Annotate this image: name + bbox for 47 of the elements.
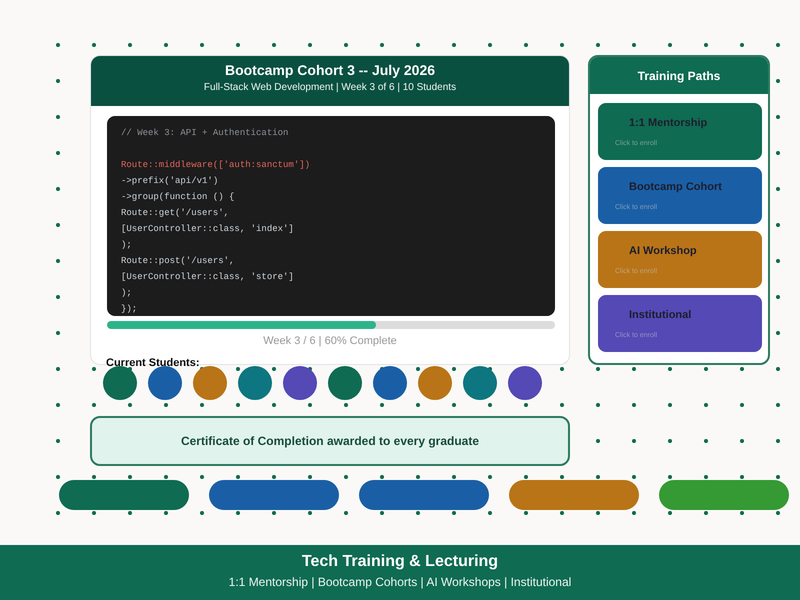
- code-line: Route::middleware(['auth:sanctum']): [121, 159, 312, 172]
- paths-panel: [588, 55, 770, 365]
- certificate-banner: [90, 416, 570, 466]
- avatar-circle: [103, 366, 137, 400]
- code-line: Route::post('/users',: [121, 255, 236, 268]
- avatar-circle: [373, 366, 407, 400]
- code-line: });: [121, 303, 138, 316]
- code-line: [UserController::class, 'store']: [121, 271, 295, 284]
- code-block: [107, 116, 555, 316]
- card-title: Bootcamp Cohort 3 -- July 2026: [224, 62, 436, 78]
- path-title: Institutional: [629, 309, 692, 321]
- progress-text: Week 3 / 6 | 60% Complete: [262, 335, 398, 347]
- footer-title: Tech Training & Lecturing: [300, 553, 500, 571]
- course-card: [90, 55, 570, 365]
- code-line: );: [121, 287, 133, 300]
- pill-bar: [59, 480, 189, 510]
- pill-bar: [359, 480, 489, 510]
- card-subtitle: Full-Stack Web Development | Week 3 of 6 | 10 Students: [202, 82, 458, 93]
- code-line: [UserController::class, 'index']: [121, 223, 295, 236]
- path-card: [598, 231, 762, 288]
- footer-links: 1:1 Mentorship | Bootcamp Cohorts | AI Workshops | Institutional: [228, 575, 572, 589]
- pill-bar: [209, 480, 339, 510]
- code-line: ->prefix('api/v1'): [121, 175, 220, 188]
- certificate-text: Certificate of Completion awarded to every graduate: [180, 434, 480, 448]
- footer-band: [0, 545, 800, 600]
- code-line: ->group(function () {: [121, 191, 236, 204]
- path-title: Bootcamp Cohort: [629, 181, 722, 193]
- section-label: Current Students:: [106, 357, 200, 369]
- avatar-circle: [508, 366, 542, 400]
- avatar-circle: [148, 366, 182, 400]
- avatar-circle: [463, 366, 497, 400]
- pill-bar: [509, 480, 639, 510]
- panel-title: Training Paths: [638, 68, 720, 82]
- avatar-circle: [418, 366, 452, 400]
- path-title: AI Workshop: [629, 245, 697, 257]
- code-line: Route::get('/users',: [121, 207, 230, 220]
- path-title: 1:1 Mentorship: [629, 117, 708, 129]
- avatar-circle: [328, 366, 362, 400]
- pill-bar: [659, 480, 789, 510]
- avatar-circle: [283, 366, 317, 400]
- path-card: [598, 295, 762, 352]
- path-card: [598, 167, 762, 224]
- path-card: [598, 103, 762, 160]
- avatar-circle: [238, 366, 272, 400]
- code-line: // Week 3: API + Authentication: [121, 127, 290, 140]
- code-line: );: [121, 239, 133, 252]
- avatar-circle: [193, 366, 227, 400]
